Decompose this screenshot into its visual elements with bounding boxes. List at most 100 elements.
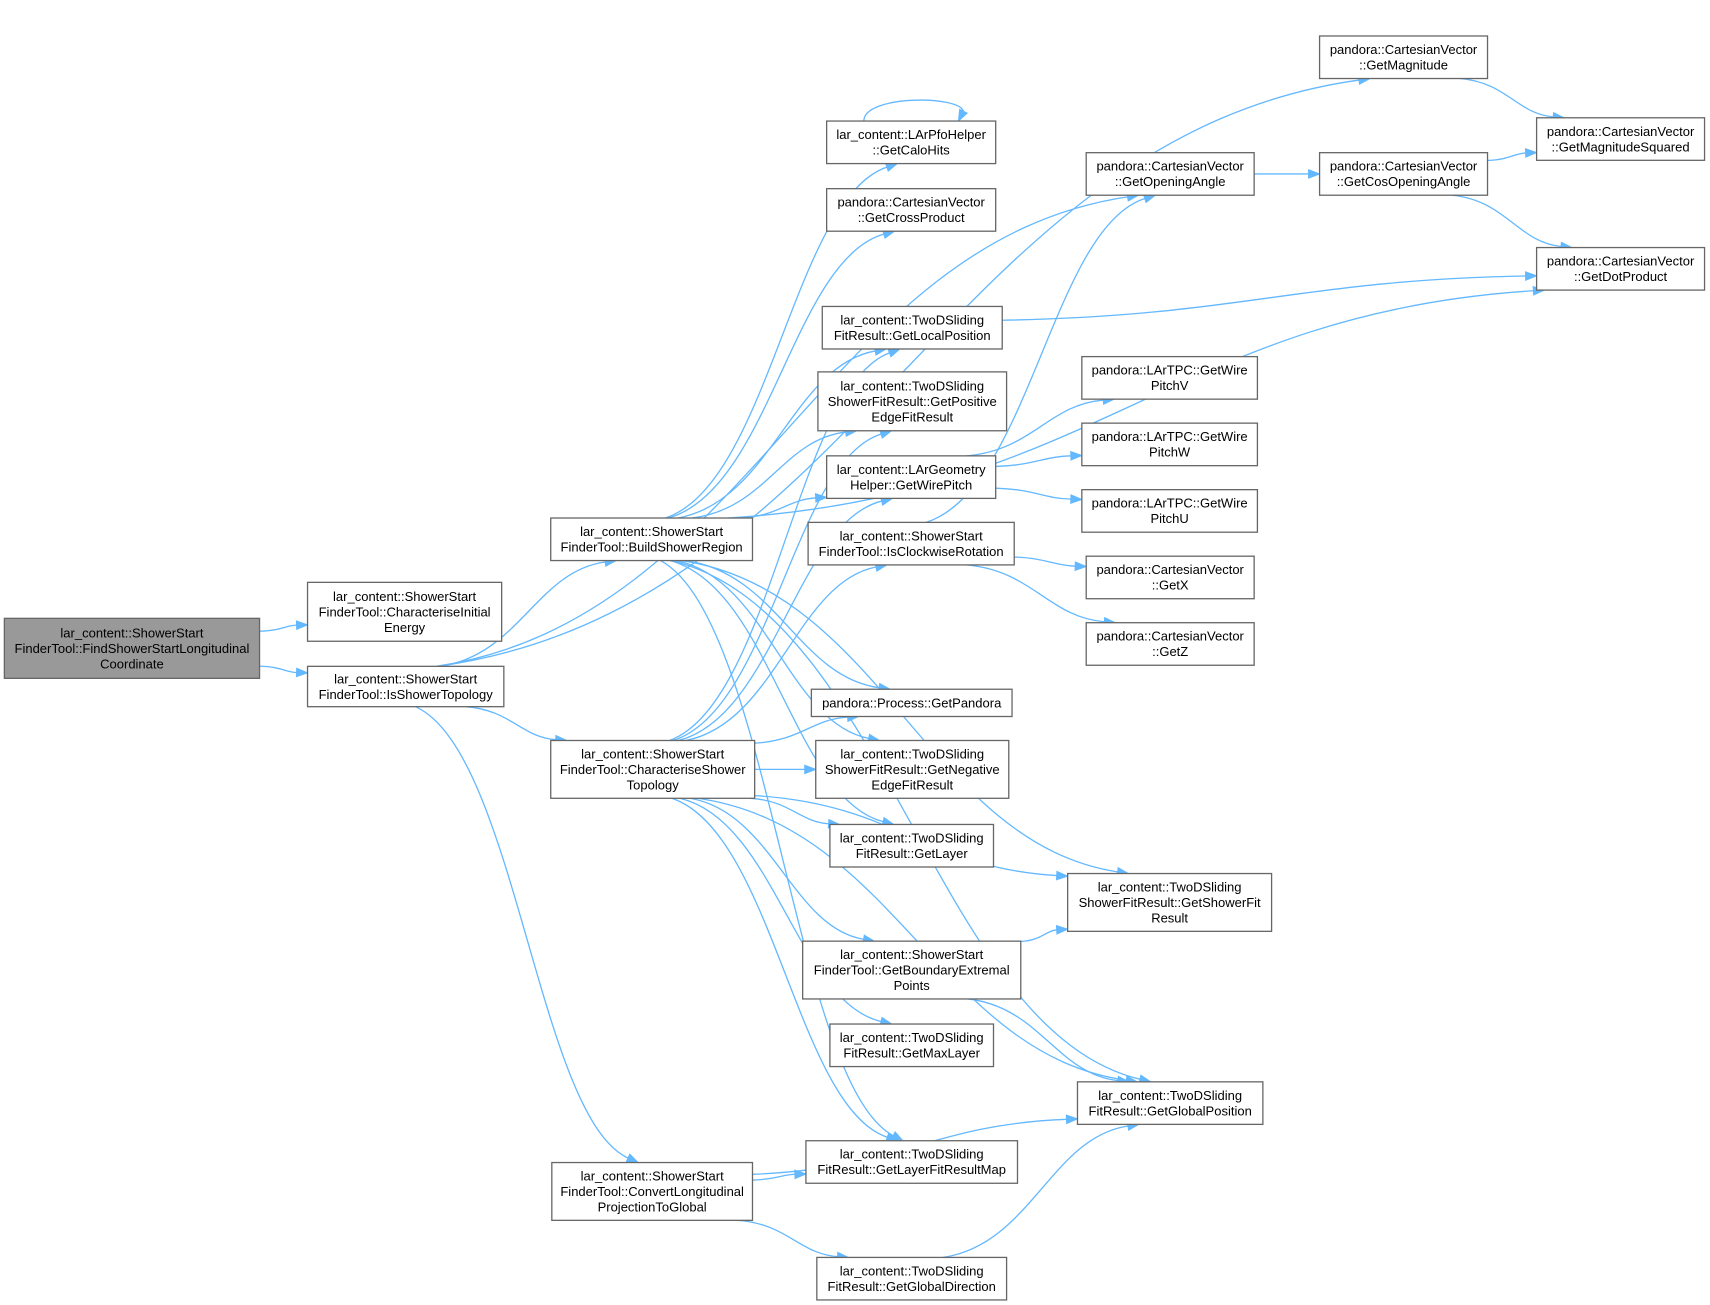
graph-node[interactable]: pandora::CartesianVector::GetCosOpeningA… xyxy=(1318,152,1489,196)
node-label-line: pandora::CartesianVector xyxy=(1096,159,1244,174)
call-edge xyxy=(1254,169,1321,179)
edge-line xyxy=(668,233,884,519)
graph-node[interactable]: lar_content::TwoDSlidingFitResult::GetLa… xyxy=(829,823,995,868)
edge-line xyxy=(259,624,297,632)
edge-line xyxy=(740,497,816,519)
node-label-line: lar_content::TwoDSliding xyxy=(840,1147,984,1162)
node-label-line: lar_content::ShowerStart xyxy=(840,528,983,543)
node-label-line: Points xyxy=(894,978,931,993)
call-edge xyxy=(685,559,892,693)
graph-node[interactable]: lar_content::TwoDSlidingFitResult::GetMa… xyxy=(829,1023,995,1068)
node-label-line: EdgeFitResult xyxy=(871,777,953,792)
call-edge xyxy=(738,1219,850,1262)
edge-line xyxy=(685,566,877,742)
call-edge xyxy=(1014,556,1088,572)
graph-node[interactable]: pandora::CartesianVector::GetMagnitudeSq… xyxy=(1535,117,1706,161)
node-label-line: Helper::GetWirePitch xyxy=(850,477,972,492)
edge-arrowhead xyxy=(625,1153,640,1164)
node-label-line: lar_content::TwoDSliding xyxy=(1098,1088,1242,1103)
node-layer: lar_content::ShowerStartFinderTool::Find… xyxy=(3,35,1706,1301)
node-label-line: FitResult::GetLayerFitResultMap xyxy=(817,1162,1006,1177)
graph-node[interactable]: pandora::CartesianVector::GetCrossProduc… xyxy=(825,188,997,232)
graph-node[interactable]: pandora::CartesianVector::GetOpeningAngl… xyxy=(1085,152,1255,196)
graph-node[interactable]: lar_content::ShowerStartFinderTool::Char… xyxy=(306,581,503,642)
node-label-line: lar_content::TwoDSliding xyxy=(840,1263,984,1278)
node-label-line: FinderTool::FindShowerStartLongitudinal xyxy=(15,641,250,656)
node-label-line: FinderTool::CharacteriseShower xyxy=(560,762,746,777)
graph-node[interactable]: lar_content::ShowerStartFinderTool::Find… xyxy=(3,617,261,679)
node-box xyxy=(306,581,503,642)
graph-node[interactable]: pandora::CartesianVector::GetZ xyxy=(1085,622,1255,666)
graph-node[interactable]: lar_content::TwoDSlidingShowerFitResult:… xyxy=(815,739,1010,799)
graph-node[interactable]: lar_content::TwoDSlidingShowerFitResult:… xyxy=(1067,872,1273,932)
graph-node[interactable]: lar_content::LArGeometryHelper::GetWireP… xyxy=(825,455,997,500)
node-box xyxy=(1318,35,1489,80)
node-label-line: lar_content::ShowerStart xyxy=(840,947,983,962)
edge-arrowhead xyxy=(295,620,309,631)
graph-node[interactable]: pandora::CartesianVector::GetMagnitude xyxy=(1318,35,1489,80)
edge-line xyxy=(677,350,876,519)
node-label-line: lar_content::ShowerStart xyxy=(580,524,723,539)
graph-node[interactable]: lar_content::ShowerStartFinderTool::Buil… xyxy=(550,517,754,562)
node-label-line: pandora::Process::GetPandora xyxy=(822,695,1002,710)
call-edge xyxy=(1002,271,1539,321)
node-label-line: lar_content::LArPfoHelper xyxy=(836,127,986,142)
call-edge xyxy=(435,192,1140,667)
node-box xyxy=(829,1023,995,1068)
node-box xyxy=(1085,622,1255,666)
graph-node[interactable]: lar_content::ShowerStartFinderTool::Conv… xyxy=(551,1161,754,1221)
node-label-line: ::GetZ xyxy=(1152,644,1188,659)
call-edge xyxy=(1487,148,1539,162)
node-box xyxy=(825,120,997,165)
graph-node[interactable]: pandora::CartesianVector::GetDotProduct xyxy=(1535,246,1706,291)
edge-line xyxy=(465,706,556,741)
node-label-line: FitResult::GetMaxLayer xyxy=(843,1046,980,1061)
graph-node[interactable]: lar_content::ShowerStartFinderTool::Char… xyxy=(550,739,756,799)
node-label-line: pandora::LArTPC::GetWire xyxy=(1092,429,1248,444)
node-box xyxy=(1081,489,1259,533)
graph-node[interactable]: lar_content::TwoDSlidingFitResult::GetGl… xyxy=(816,1256,1008,1301)
edge-line xyxy=(689,797,864,940)
node-label-line: ::GetMagnitude xyxy=(1359,58,1448,73)
call-edge xyxy=(754,764,818,775)
graph-node[interactable]: lar_content::ShowerStartFinderTool::GetB… xyxy=(802,940,1022,1000)
node-label-line: FitResult::GetLayer xyxy=(856,846,969,861)
node-label-line: ::GetOpeningAngle xyxy=(1115,174,1226,189)
node-label-line: lar_content::ShowerStart xyxy=(60,625,203,640)
graph-node[interactable]: lar_content::TwoDSlidingFitResult::GetGl… xyxy=(1076,1081,1264,1126)
node-box xyxy=(805,1140,1019,1184)
graph-node[interactable]: pandora::Process::GetPandora xyxy=(810,688,1013,718)
graph-node[interactable]: lar_content::ShowerStartFinderTool::IsSh… xyxy=(306,665,505,708)
edge-line xyxy=(1452,194,1562,248)
edge-line xyxy=(697,797,1127,1081)
edge-line xyxy=(691,431,846,519)
edge-line xyxy=(995,487,1071,500)
edge-arrowhead xyxy=(1055,924,1070,935)
node-box xyxy=(807,521,1015,566)
node-label-line: ::GetCrossProduct xyxy=(858,210,965,225)
graph-node[interactable]: lar_content::ShowerStartFinderTool::IsCl… xyxy=(807,521,1015,566)
edge-arrowhead xyxy=(1070,494,1084,505)
call-edge xyxy=(671,559,1152,1084)
node-label-line: lar_content::TwoDSliding xyxy=(840,830,984,845)
graph-node[interactable]: lar_content::TwoDSlidingFitResult::GetLa… xyxy=(805,1140,1019,1184)
edge-line xyxy=(1002,275,1526,321)
graph-node[interactable]: lar_content::TwoDSlidingFitResult::GetLo… xyxy=(821,305,1003,350)
node-label-line: FinderTool::ConvertLongitudinal xyxy=(560,1184,744,1199)
edge-arrowhead xyxy=(884,162,899,172)
call-edge xyxy=(1459,77,1566,122)
graph-node[interactable]: pandora::CartesianVector::GetX xyxy=(1085,555,1255,600)
node-box xyxy=(1085,152,1255,196)
edge-line xyxy=(1459,77,1554,118)
node-label-line: ShowerFitResult::GetNegative xyxy=(825,762,1000,777)
edge-arrowhead xyxy=(1055,870,1070,881)
graph-node[interactable]: lar_content::TwoDSlidingShowerFitResult:… xyxy=(817,371,1008,432)
edge-line xyxy=(660,559,894,1137)
call-edge xyxy=(752,1169,808,1181)
call-edge xyxy=(465,706,568,745)
graph-node[interactable]: lar_content::LArPfoHelper::GetCaloHits xyxy=(825,120,997,165)
